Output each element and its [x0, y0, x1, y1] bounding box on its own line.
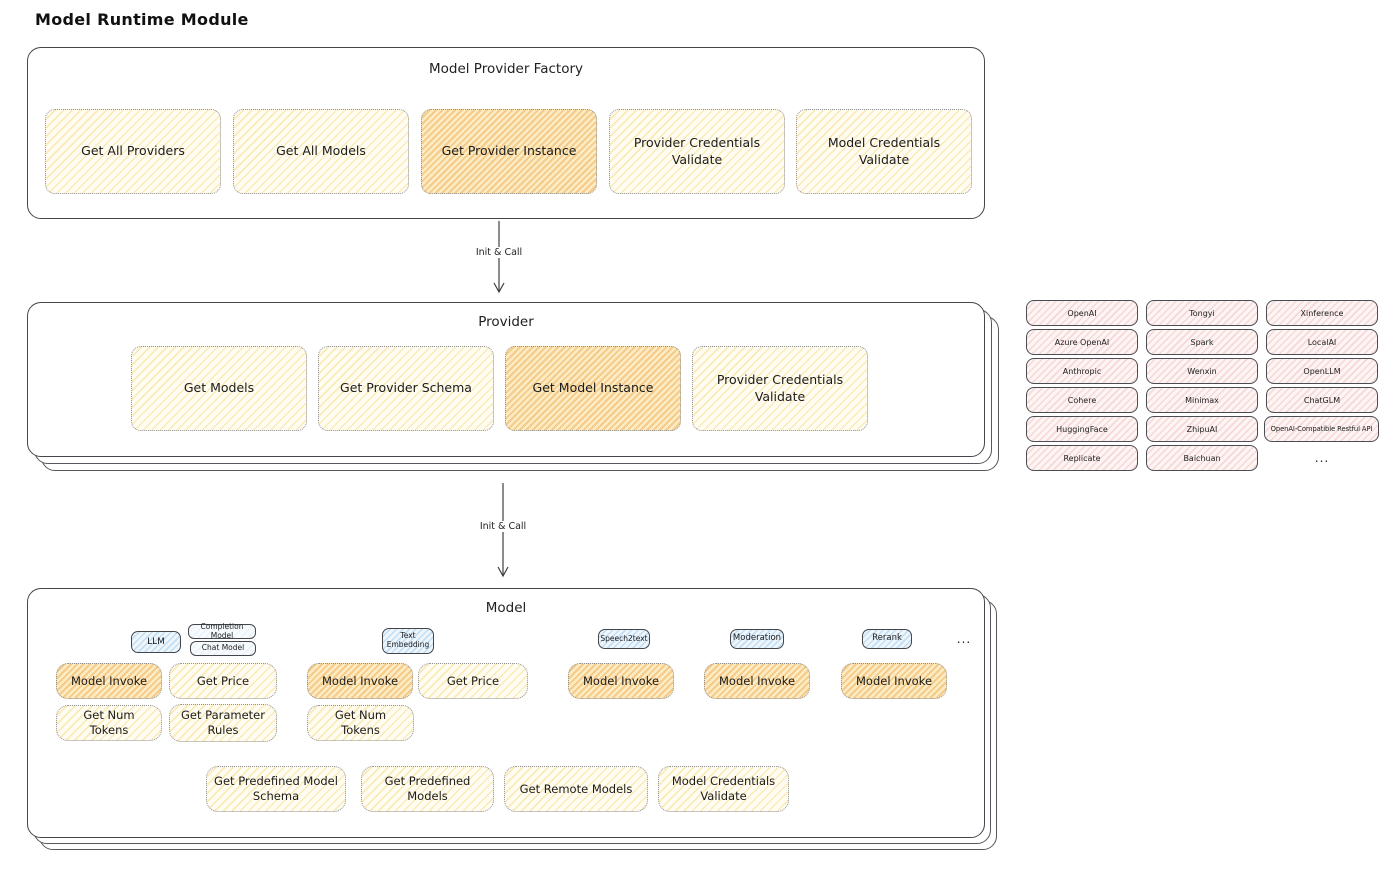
provider-chip-tongyi: Tongyi [1146, 300, 1258, 326]
tag-completion-model: Completion Model [188, 622, 256, 639]
fn-get-provider-schema: Get Provider Schema [318, 346, 494, 431]
tag-moderation: Moderation [730, 629, 784, 649]
fn-get-remote-models: Get Remote Models [504, 766, 648, 812]
page-title: Model Runtime Module [35, 10, 249, 29]
model-more-ellipsis: ... [956, 632, 972, 646]
fn-rerank-model-invoke: Model Invoke [841, 663, 947, 699]
fn-provider-credentials-validate: Provider Credentials Validate [609, 109, 785, 194]
provider-chip-localai: LocalAI [1266, 329, 1378, 355]
arrow-provider-to-model [495, 483, 511, 587]
fn-embedding-get-num-tokens: Get Num Tokens [307, 705, 414, 741]
fn-get-all-providers: Get All Providers [45, 109, 221, 194]
arrow-label-init-call-2: Init & Call [474, 521, 532, 532]
fn-get-models: Get Models [131, 346, 307, 431]
fn-llm-model-invoke: Model Invoke [56, 663, 162, 699]
provider-chip-chatglm: ChatGLM [1266, 387, 1378, 413]
provider-chip-replicate: Replicate [1026, 445, 1138, 471]
provider-panel: Provider Get Models Get Provider Schema … [27, 302, 985, 457]
provider-chip-zhipuai: ZhipuAI [1146, 416, 1258, 442]
arrow-label-init-call-1: Init & Call [470, 247, 528, 258]
provider-chip-anthropic: Anthropic [1026, 358, 1138, 384]
provider-chip-openllm: OpenLLM [1266, 358, 1378, 384]
provider-chip-baichuan: Baichuan [1146, 445, 1258, 471]
fn-moderation-model-invoke: Model Invoke [704, 663, 810, 699]
model-panel: Model LLM Completion Model Chat Model Te… [27, 588, 985, 838]
fn-model-credentials-validate-2: Model Credentials Validate [658, 766, 789, 812]
fn-get-provider-instance: Get Provider Instance [421, 109, 597, 194]
provider-chip-minimax: Minimax [1146, 387, 1258, 413]
fn-get-all-models: Get All Models [233, 109, 409, 194]
tag-chat-model: Chat Model [190, 641, 256, 656]
provider-chip-openai-compatible: OpenAI-Compatible Restful API [1264, 416, 1379, 442]
provider-chip-azure-openai: Azure OpenAI [1026, 329, 1138, 355]
tag-text-embedding: Text Embedding [382, 628, 434, 654]
fn-model-credentials-validate: Model Credentials Validate [796, 109, 972, 194]
fn-embedding-model-invoke: Model Invoke [307, 663, 413, 699]
provider-chip-openai: OpenAI [1026, 300, 1138, 326]
fn-get-predefined-models: Get Predefined Models [361, 766, 494, 812]
tag-llm: LLM [131, 631, 181, 653]
tag-rerank: Rerank [862, 629, 912, 649]
arrow-down-icon [493, 221, 505, 294]
fn-llm-get-num-tokens: Get Num Tokens [56, 705, 162, 741]
factory-title: Model Provider Factory [428, 61, 583, 77]
tag-speech2text: Speech2text [598, 629, 650, 649]
arrow-down-icon [497, 483, 509, 578]
provider-chip-spark: Spark [1146, 329, 1258, 355]
fn-embedding-get-price: Get Price [418, 663, 528, 699]
provider-chip-xinference: Xinference [1266, 300, 1378, 326]
factory-panel: Model Provider Factory Get All Providers… [27, 47, 985, 219]
model-title: Model [485, 600, 527, 616]
provider-chip-wenxin: Wenxin [1146, 358, 1258, 384]
arrow-factory-to-provider [491, 221, 507, 303]
provider-chip-huggingface: HuggingFace [1026, 416, 1138, 442]
provider-chip-cohere: Cohere [1026, 387, 1138, 413]
fn-speech2text-model-invoke: Model Invoke [568, 663, 674, 699]
provider-title: Provider [478, 314, 534, 330]
fn-get-predefined-model-schema: Get Predefined Model Schema [206, 766, 346, 812]
fn-provider-credentials-validate-2: Provider Credentials Validate [692, 346, 868, 431]
fn-get-model-instance: Get Model Instance [505, 346, 681, 431]
fn-llm-get-price: Get Price [169, 663, 277, 699]
fn-llm-get-parameter-rules: Get Parameter Rules [169, 704, 277, 742]
provider-more-ellipsis: ... [1314, 451, 1330, 465]
